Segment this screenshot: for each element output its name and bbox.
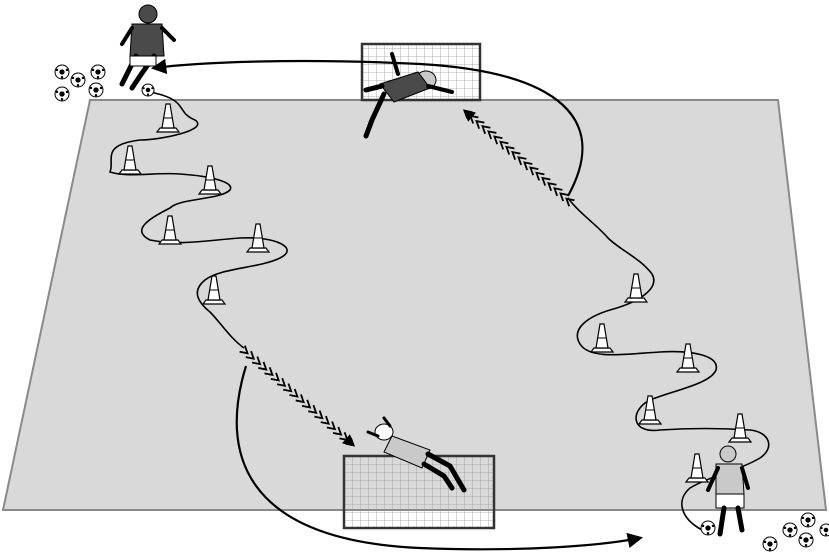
soccer-ball-icon (762, 536, 778, 552)
chevron-arrow-icon (553, 187, 563, 197)
shot-arrow-left (239, 345, 356, 447)
cone-icon (201, 275, 227, 305)
chevron-arrow-icon (535, 171, 545, 181)
chevron-arrow-icon (547, 182, 557, 192)
chevron-arrow-icon (283, 383, 293, 393)
chevron-arrow-icon (523, 161, 533, 171)
soccer-ball-icon (70, 72, 86, 88)
soccer-ball-icon (54, 86, 70, 102)
chevron-arrow-icon (559, 192, 569, 202)
chevron-arrow-icon (289, 388, 299, 398)
chevron-arrow-icon (481, 125, 491, 135)
soccer-ball-icon (54, 64, 70, 80)
soccer-ball-icon (800, 512, 816, 528)
chevron-arrow-icon (565, 197, 575, 207)
chevron-arrow-icon (301, 399, 312, 409)
chevron-arrow-icon (493, 135, 503, 145)
run-arrow-top (150, 58, 584, 197)
chevron-arrow-icon (541, 176, 551, 186)
soccer-ball-icon (141, 83, 155, 97)
soccer-ball-icon (798, 532, 814, 548)
chevron-arrow-icon (276, 377, 287, 388)
chevron-arrow-icon (314, 410, 324, 420)
chevron-arrow-icon (332, 426, 343, 436)
chevron-arrow-icon (505, 145, 515, 155)
player-bottom-right-icon (706, 445, 750, 537)
chevron-arrow-icon (499, 140, 509, 150)
soccer-ball-icon (700, 520, 716, 536)
arrow-head-icon (462, 109, 476, 122)
cone-icon (155, 103, 181, 133)
chevron-arrow-icon (529, 166, 539, 176)
chevron-arrow-icon (308, 404, 318, 415)
soccer-ball-icon (819, 523, 829, 537)
cone-icon (117, 145, 143, 175)
chevron-arrow-icon (264, 367, 274, 377)
pitch (1, 99, 828, 511)
chevron-arrow-icon (487, 130, 497, 140)
cone-icon (684, 453, 710, 483)
cone-icon (589, 323, 615, 353)
run-arrow-bottom (235, 365, 644, 551)
keeper-top-icon (363, 52, 454, 139)
chevron-arrow-icon (517, 156, 527, 166)
chevron-arrow-icon (251, 356, 262, 366)
player-top-left-icon (119, 4, 176, 91)
chevron-arrow-icon (295, 394, 305, 404)
cone-icon (197, 165, 223, 195)
chevron-arrow-icon (239, 345, 249, 355)
cone-icon (245, 223, 271, 253)
chevron-arrow-icon (326, 421, 337, 431)
cone-icon (675, 343, 701, 373)
shot-arrow-right (462, 109, 575, 207)
cone-icon (623, 273, 649, 303)
chevron-arrow-icon (270, 372, 281, 382)
cone-group (117, 103, 753, 483)
chevron-arrow-icon (258, 361, 268, 371)
ball-group (54, 64, 829, 552)
chevron-arrow-icon (320, 415, 330, 425)
chevron-arrow-icon (245, 350, 256, 360)
soccer-ball-icon (88, 82, 104, 98)
soccer-ball-icon (90, 64, 106, 80)
keeper-bottom-icon (366, 416, 467, 493)
chevron-arrow-icon (511, 150, 521, 160)
chevron-arrow-icon (475, 119, 485, 129)
dribble-path-right (567, 197, 770, 531)
arrow-head-icon (342, 434, 356, 447)
cone-icon (637, 395, 663, 425)
soccer-ball-icon (782, 522, 798, 538)
cone-icon (157, 215, 183, 245)
cone-icon (727, 413, 753, 443)
